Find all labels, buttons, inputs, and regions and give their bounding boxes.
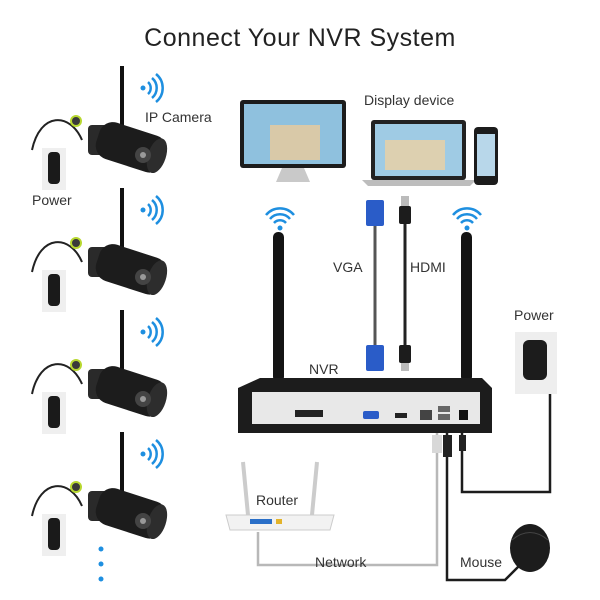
nvr-antenna — [273, 232, 284, 382]
wifi-icon — [451, 207, 483, 232]
mouse-cable — [445, 433, 526, 582]
monitor-icon — [240, 100, 346, 182]
ip-camera-label: IP Camera — [145, 109, 212, 125]
power-adapter-icon — [515, 332, 557, 394]
hdmi-connector-icon — [399, 196, 411, 371]
vga-label: VGA — [333, 259, 363, 275]
ip-camera-icon — [32, 310, 171, 434]
network-label: Network — [315, 554, 367, 570]
hdmi-label: HDMI — [410, 259, 446, 275]
ip-camera-icon — [32, 432, 171, 556]
router-label: Router — [256, 492, 299, 508]
power-cable — [460, 385, 552, 494]
nvr-icon — [238, 378, 492, 433]
network-cable — [256, 433, 439, 567]
mouse-label: Mouse — [460, 554, 503, 570]
router-icon — [225, 461, 335, 531]
phone-icon — [474, 127, 498, 185]
page-title: Connect Your NVR System — [144, 24, 456, 52]
more-cameras-dots-icon — [98, 546, 104, 582]
display-device-label: Display device — [364, 92, 455, 108]
vga-connector-icon — [366, 200, 384, 371]
mouse-icon — [510, 524, 550, 572]
nvr-label: NVR — [309, 361, 339, 377]
laptop-icon — [362, 120, 476, 186]
wifi-icon — [264, 207, 296, 232]
nvr-power-label: Power — [514, 307, 554, 323]
camera-power-label: Power — [32, 192, 72, 208]
ip-camera-icon — [32, 66, 171, 190]
nvr-antenna — [461, 232, 472, 382]
